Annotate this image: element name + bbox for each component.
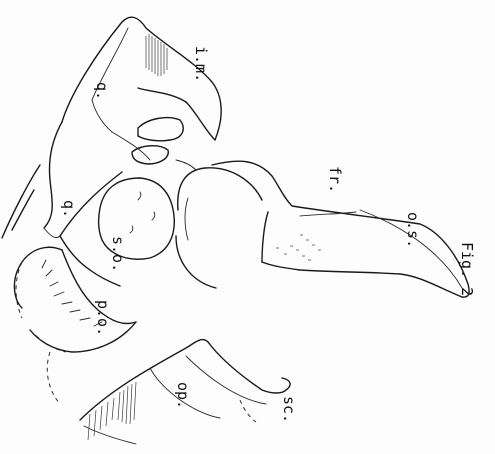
nasal-bones — [132, 118, 196, 170]
label-q-upper: q. — [93, 82, 111, 100]
label-im: i.m. — [192, 46, 210, 82]
label-op: op. — [174, 382, 192, 409]
label-fr: fr. — [326, 166, 344, 193]
figure-caption: Fig. 2 — [458, 242, 476, 296]
label-q-lower: q. — [60, 200, 78, 218]
label-so: s.o. — [109, 236, 127, 272]
label-sc: sc. — [280, 396, 298, 423]
label-po: p.o. — [94, 300, 112, 336]
label-os: o.s. — [404, 212, 422, 248]
